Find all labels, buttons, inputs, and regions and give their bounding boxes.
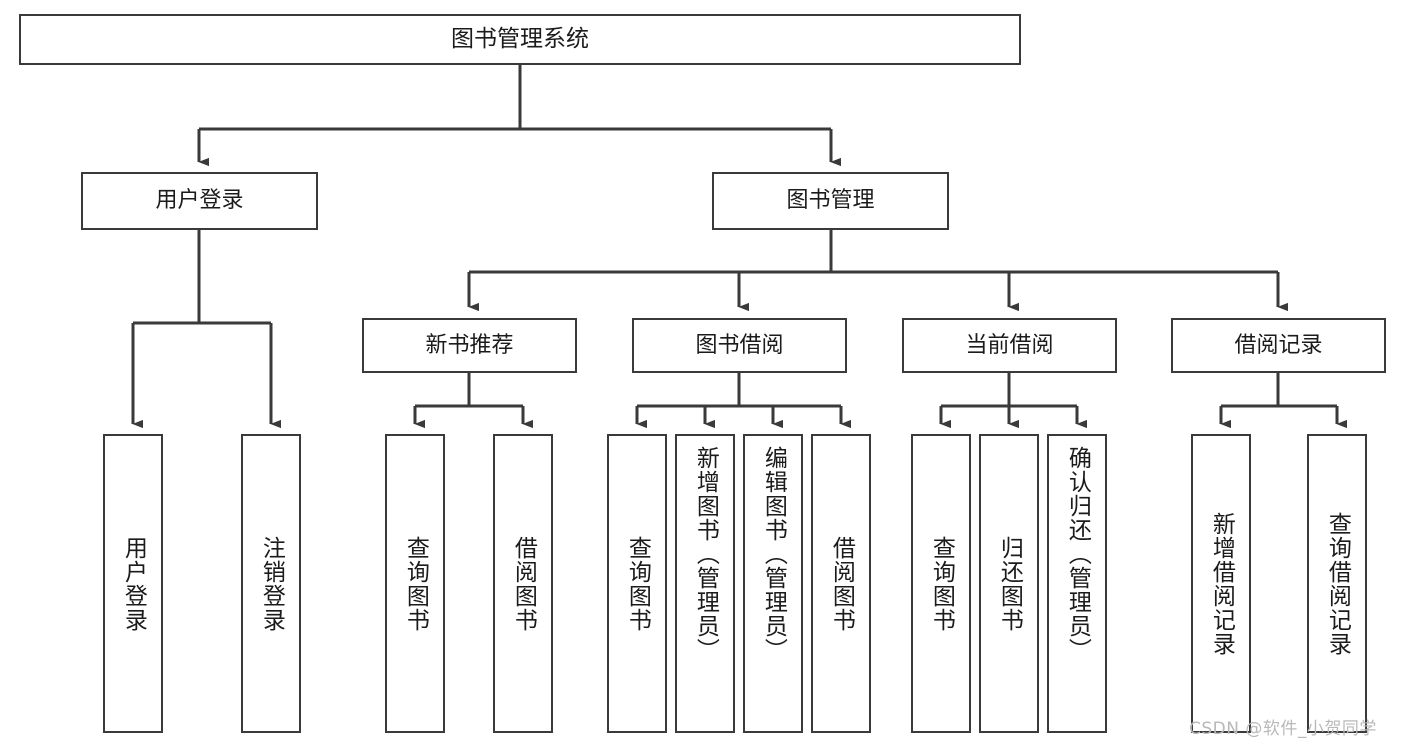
node-book-borrow[interactable]: 图书借阅 xyxy=(632,318,847,373)
node-book-management[interactable]: 图书管理 xyxy=(712,172,949,230)
node-leaf-book-borrow-borrow[interactable]: 借阅图书 xyxy=(811,434,871,733)
node-root-system[interactable]: 图书管理系统 xyxy=(19,14,1021,65)
csdn-watermark: CSDN @软件_小贺同学 xyxy=(1189,719,1377,739)
node-leaf-book-borrow-edit[interactable]: 编辑图书（管理员） xyxy=(743,434,803,733)
node-leaf-new-book-query[interactable]: 查询图书 xyxy=(385,434,445,733)
node-leaf-user-login-signin[interactable]: 用户登录 xyxy=(103,434,163,733)
node-leaf-current-borrow-confirm-return[interactable]: 确认归还（管理员） xyxy=(1047,434,1107,733)
node-leaf-book-borrow-borrow-label: 借阅图书 xyxy=(828,535,855,632)
node-leaf-book-borrow-query[interactable]: 查询图书 xyxy=(607,434,667,733)
node-leaf-current-borrow-return-label: 归还图书 xyxy=(996,535,1023,632)
node-leaf-user-login-signin-label: 用户登录 xyxy=(120,535,147,632)
node-leaf-current-borrow-query-label: 查询图书 xyxy=(928,535,955,632)
node-new-book-recommend-label: 新书推荐 xyxy=(425,332,514,358)
node-leaf-borrow-record-query[interactable]: 查询借阅记录 xyxy=(1307,434,1367,733)
node-leaf-book-borrow-add[interactable]: 新增图书（管理员） xyxy=(675,434,735,733)
node-borrow-record[interactable]: 借阅记录 xyxy=(1171,318,1386,373)
node-root-system-label: 图书管理系统 xyxy=(451,25,589,52)
node-leaf-borrow-record-add[interactable]: 新增借阅记录 xyxy=(1191,434,1251,733)
node-leaf-new-book-borrow-label: 借阅图书 xyxy=(510,535,537,632)
node-user-login-label: 用户登录 xyxy=(155,188,244,214)
node-leaf-book-borrow-query-label: 查询图书 xyxy=(624,535,651,632)
node-leaf-current-borrow-query[interactable]: 查询图书 xyxy=(911,434,971,733)
node-leaf-user-login-signout[interactable]: 注销登录 xyxy=(241,434,301,733)
node-new-book-recommend[interactable]: 新书推荐 xyxy=(362,318,577,373)
node-borrow-record-label: 借阅记录 xyxy=(1234,332,1323,358)
node-leaf-new-book-borrow[interactable]: 借阅图书 xyxy=(493,434,553,733)
node-current-borrow-label: 当前借阅 xyxy=(965,332,1054,358)
node-leaf-borrow-record-add-label: 新增借阅记录 xyxy=(1208,511,1235,656)
node-book-management-label: 图书管理 xyxy=(786,188,875,214)
node-leaf-book-borrow-edit-label: 编辑图书（管理员） xyxy=(760,446,787,662)
node-leaf-book-borrow-add-label: 新增图书（管理员） xyxy=(692,446,719,662)
node-current-borrow[interactable]: 当前借阅 xyxy=(902,318,1117,373)
node-book-borrow-label: 图书借阅 xyxy=(695,332,784,358)
node-user-login[interactable]: 用户登录 xyxy=(81,172,318,230)
node-leaf-borrow-record-query-label: 查询借阅记录 xyxy=(1324,511,1351,656)
node-leaf-current-borrow-confirm-return-label: 确认归还（管理员） xyxy=(1064,446,1091,662)
node-leaf-new-book-query-label: 查询图书 xyxy=(402,535,429,632)
node-leaf-user-login-signout-label: 注销登录 xyxy=(258,535,285,632)
node-leaf-current-borrow-return[interactable]: 归还图书 xyxy=(979,434,1039,733)
